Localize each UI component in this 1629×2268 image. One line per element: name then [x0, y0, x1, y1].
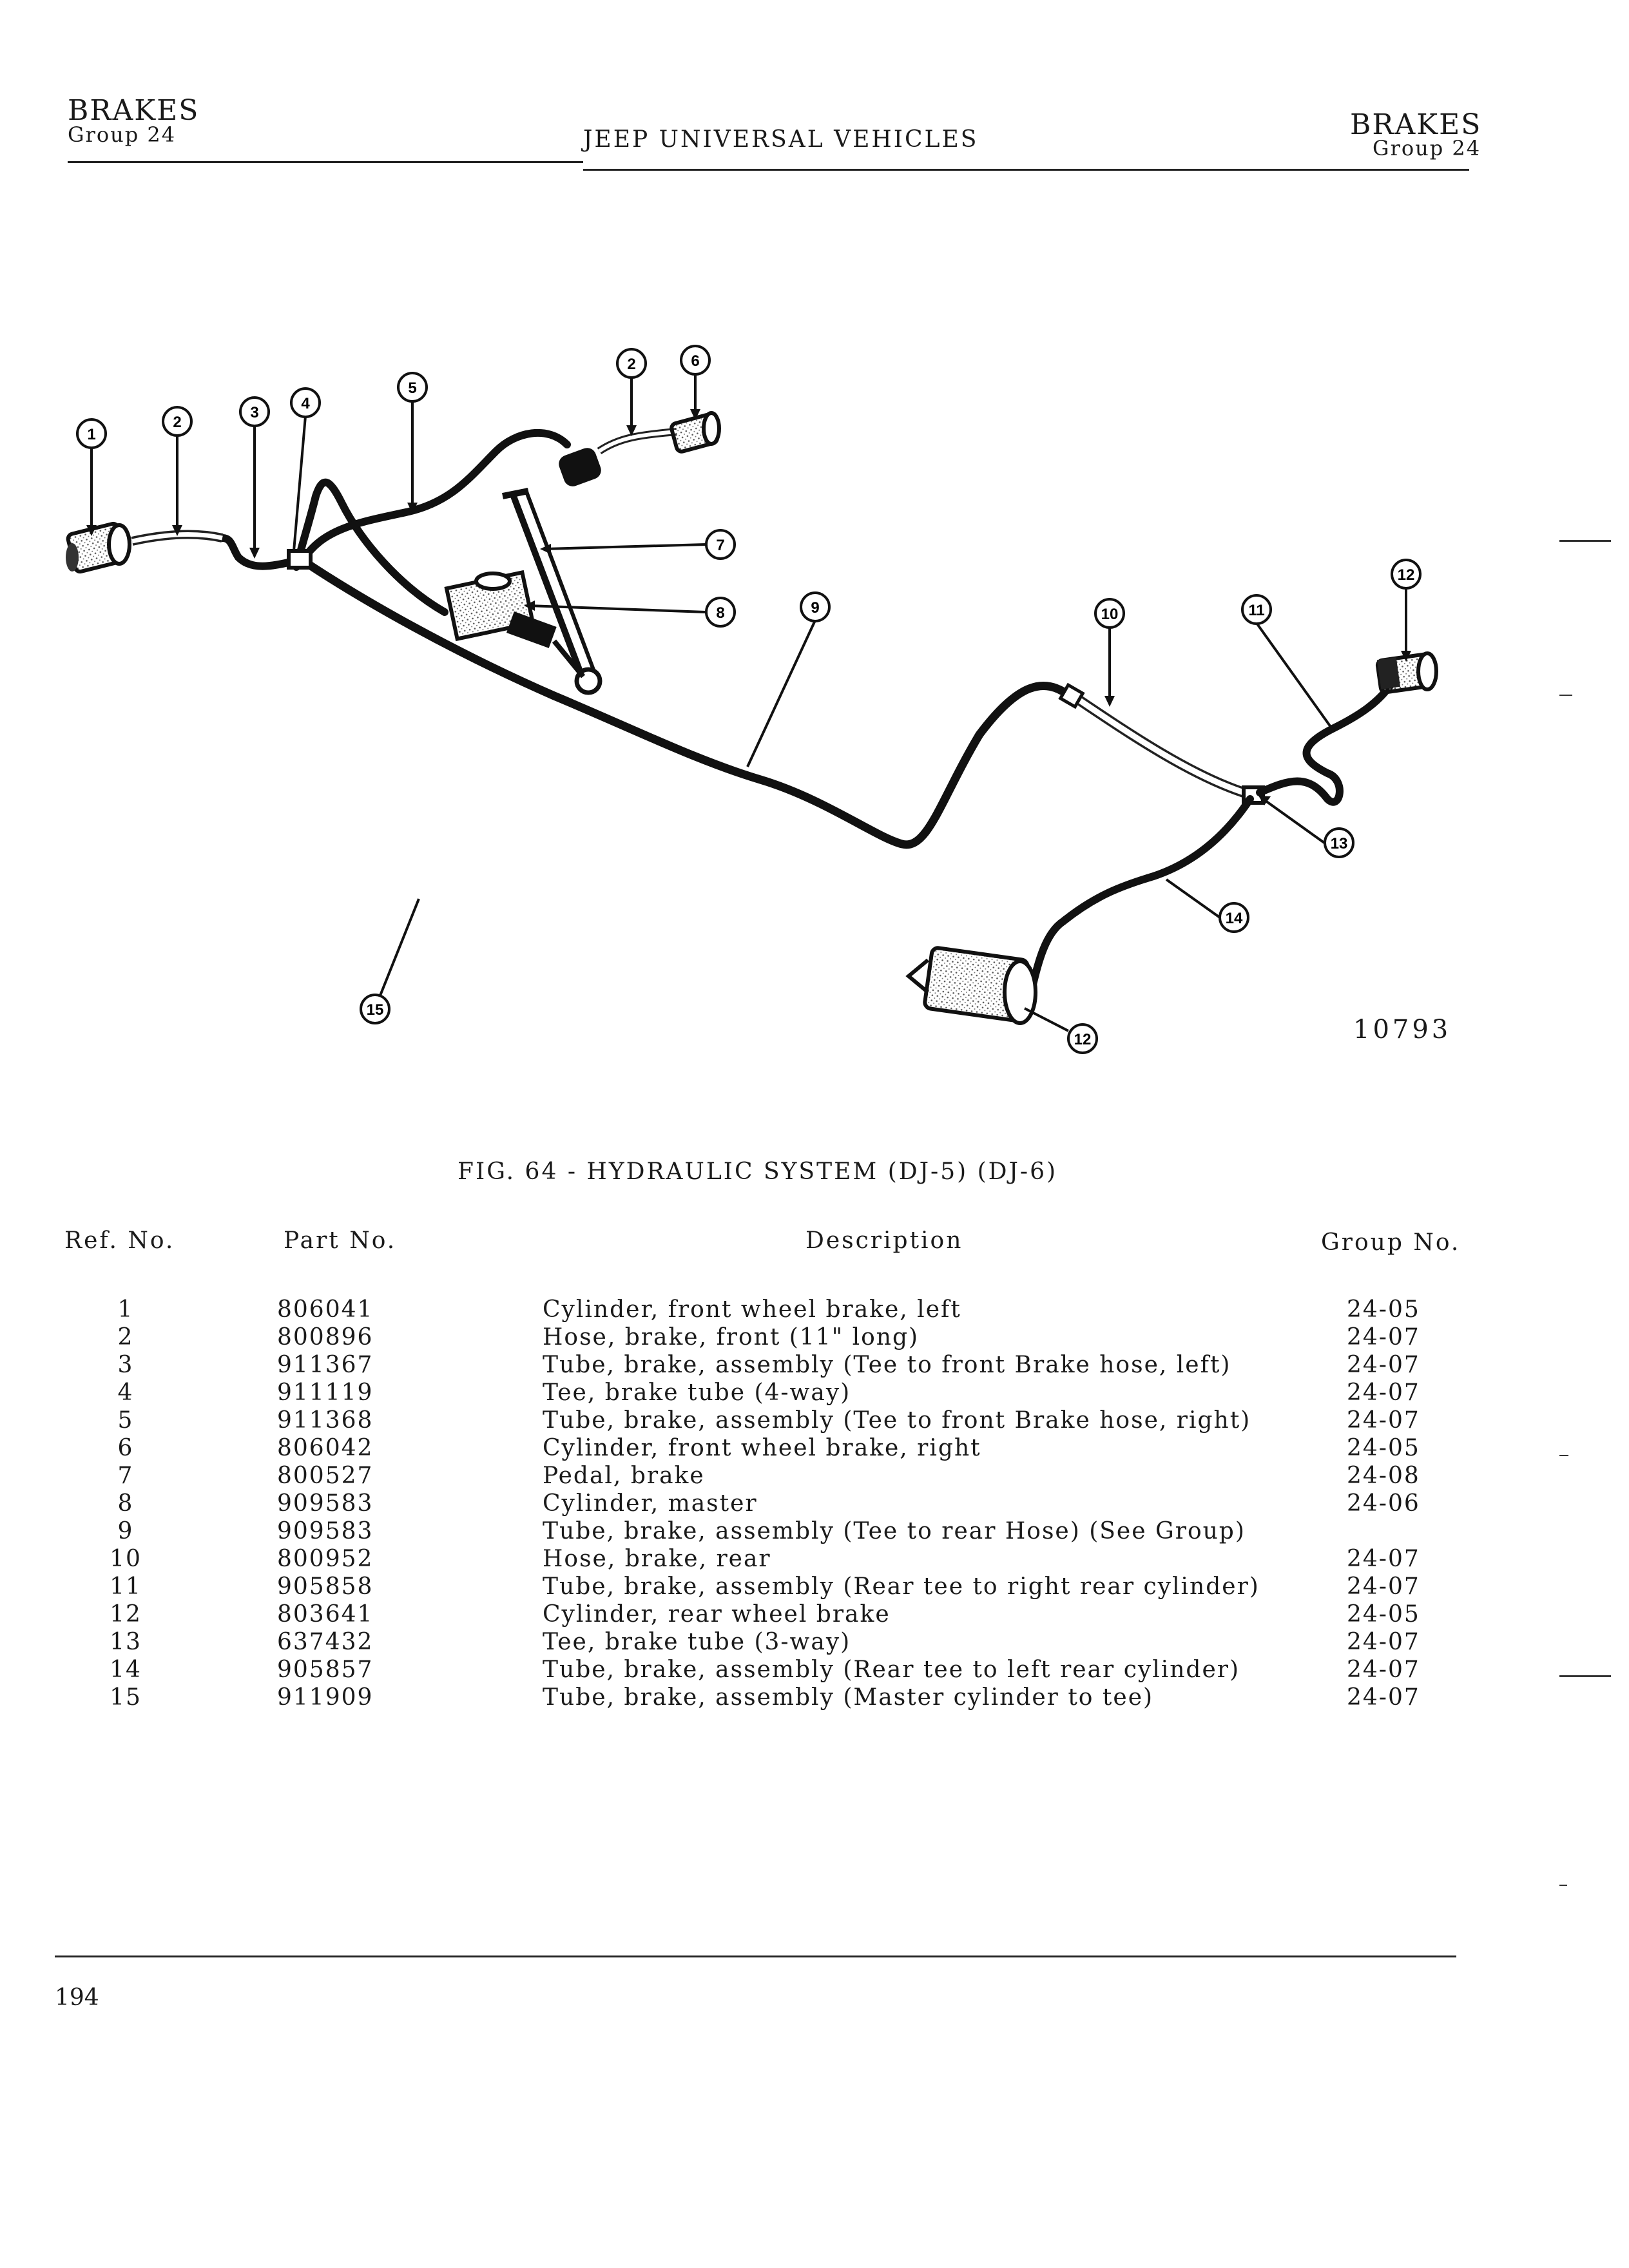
callout-3: 3: [239, 396, 270, 427]
svg-text:14: 14: [1226, 910, 1243, 927]
col-header-description: Description: [805, 1227, 963, 1254]
callout-13: 13: [1324, 827, 1354, 858]
callout-10: 10: [1094, 598, 1125, 629]
figure-number: 10793: [1353, 1015, 1452, 1044]
callout-12: 12: [1391, 559, 1422, 590]
callout-15: 15: [360, 994, 390, 1024]
figure-caption: FIG. 64 - HYDRAULIC SYSTEM (DJ-5) (DJ-6): [458, 1158, 1058, 1185]
tube-9: [298, 556, 1074, 849]
hydraulic-system-diagram: 1 2 3 4 5 2 6 7 8 9 10 11 12 13 14 12 15: [66, 345, 1438, 1054]
svg-text:2: 2: [173, 414, 181, 431]
page-number: 194: [55, 1984, 99, 2011]
callout-14: 14: [1219, 902, 1249, 933]
svg-text:3: 3: [250, 404, 258, 421]
svg-text:7: 7: [716, 537, 724, 554]
tube-3: [218, 534, 300, 570]
callout-2: 2: [162, 406, 193, 437]
col-header-group: Group No.: [1321, 1229, 1461, 1256]
tube-5: [299, 428, 571, 564]
col-header-part: Part No.: [284, 1227, 397, 1254]
svg-text:12: 12: [1398, 566, 1415, 584]
callout-1: 1: [76, 418, 107, 449]
header-left-title: BRAKES: [68, 94, 200, 127]
callout-9: 9: [800, 591, 831, 622]
callout-2b: 2: [616, 348, 647, 379]
svg-text:5: 5: [408, 380, 416, 397]
tube-15: [293, 478, 448, 616]
header-center-title: JEEP UNIVERSAL VEHICLES: [583, 126, 979, 153]
svg-text:1: 1: [87, 426, 95, 443]
header-rule-left: [68, 161, 583, 163]
margin-mark: [1559, 1455, 1568, 1456]
master-cylinder: [444, 570, 586, 678]
cylinder-left-rear: [905, 946, 1037, 1025]
leader-arrows: [86, 409, 1411, 805]
cylinder-right-front: [670, 411, 721, 454]
svg-text:8: 8: [716, 604, 724, 622]
svg-text:6: 6: [691, 352, 699, 370]
header-right-title: BRAKES: [1350, 108, 1482, 141]
callout-12b: 12: [1067, 1023, 1098, 1054]
svg-text:9: 9: [811, 599, 819, 617]
tee-4: [287, 549, 313, 570]
tube-14: [1027, 795, 1254, 996]
svg-text:2: 2: [627, 356, 635, 373]
margin-mark: [1559, 540, 1611, 542]
header-rule-right: [583, 169, 1469, 171]
hose-coupling-right: [559, 448, 601, 486]
svg-text:12: 12: [1074, 1031, 1092, 1048]
callout-5: 5: [397, 372, 428, 403]
svg-text:15: 15: [367, 1001, 384, 1019]
header-left-group: Group 24: [68, 122, 177, 147]
callouts: 1 2 3 4 5 2 6 7 8 9 10 11 12 13 14 12 15: [76, 345, 1422, 1054]
svg-text:4: 4: [301, 395, 310, 412]
callout-6: 6: [680, 345, 711, 376]
cylinder-left-front: [66, 521, 131, 574]
col-header-ref: Ref. No.: [64, 1227, 175, 1254]
callout-7: 7: [705, 529, 736, 560]
callout-8: 8: [705, 597, 736, 628]
margin-mark: [1559, 1885, 1567, 1886]
cylinder-right-rear: [1375, 651, 1438, 695]
tube-11: [1256, 679, 1396, 806]
leader-lines: [90, 374, 1407, 1032]
svg-text:11: 11: [1248, 602, 1264, 619]
svg-text:10: 10: [1101, 606, 1119, 623]
margin-mark: [1559, 695, 1572, 696]
footer-rule: [55, 1956, 1456, 1957]
header-right-group: Group 24: [1373, 136, 1481, 160]
callout-11: 11: [1241, 594, 1272, 625]
callout-4: 4: [290, 387, 321, 418]
svg-text:13: 13: [1331, 835, 1348, 852]
margin-mark: [1559, 1675, 1611, 1677]
